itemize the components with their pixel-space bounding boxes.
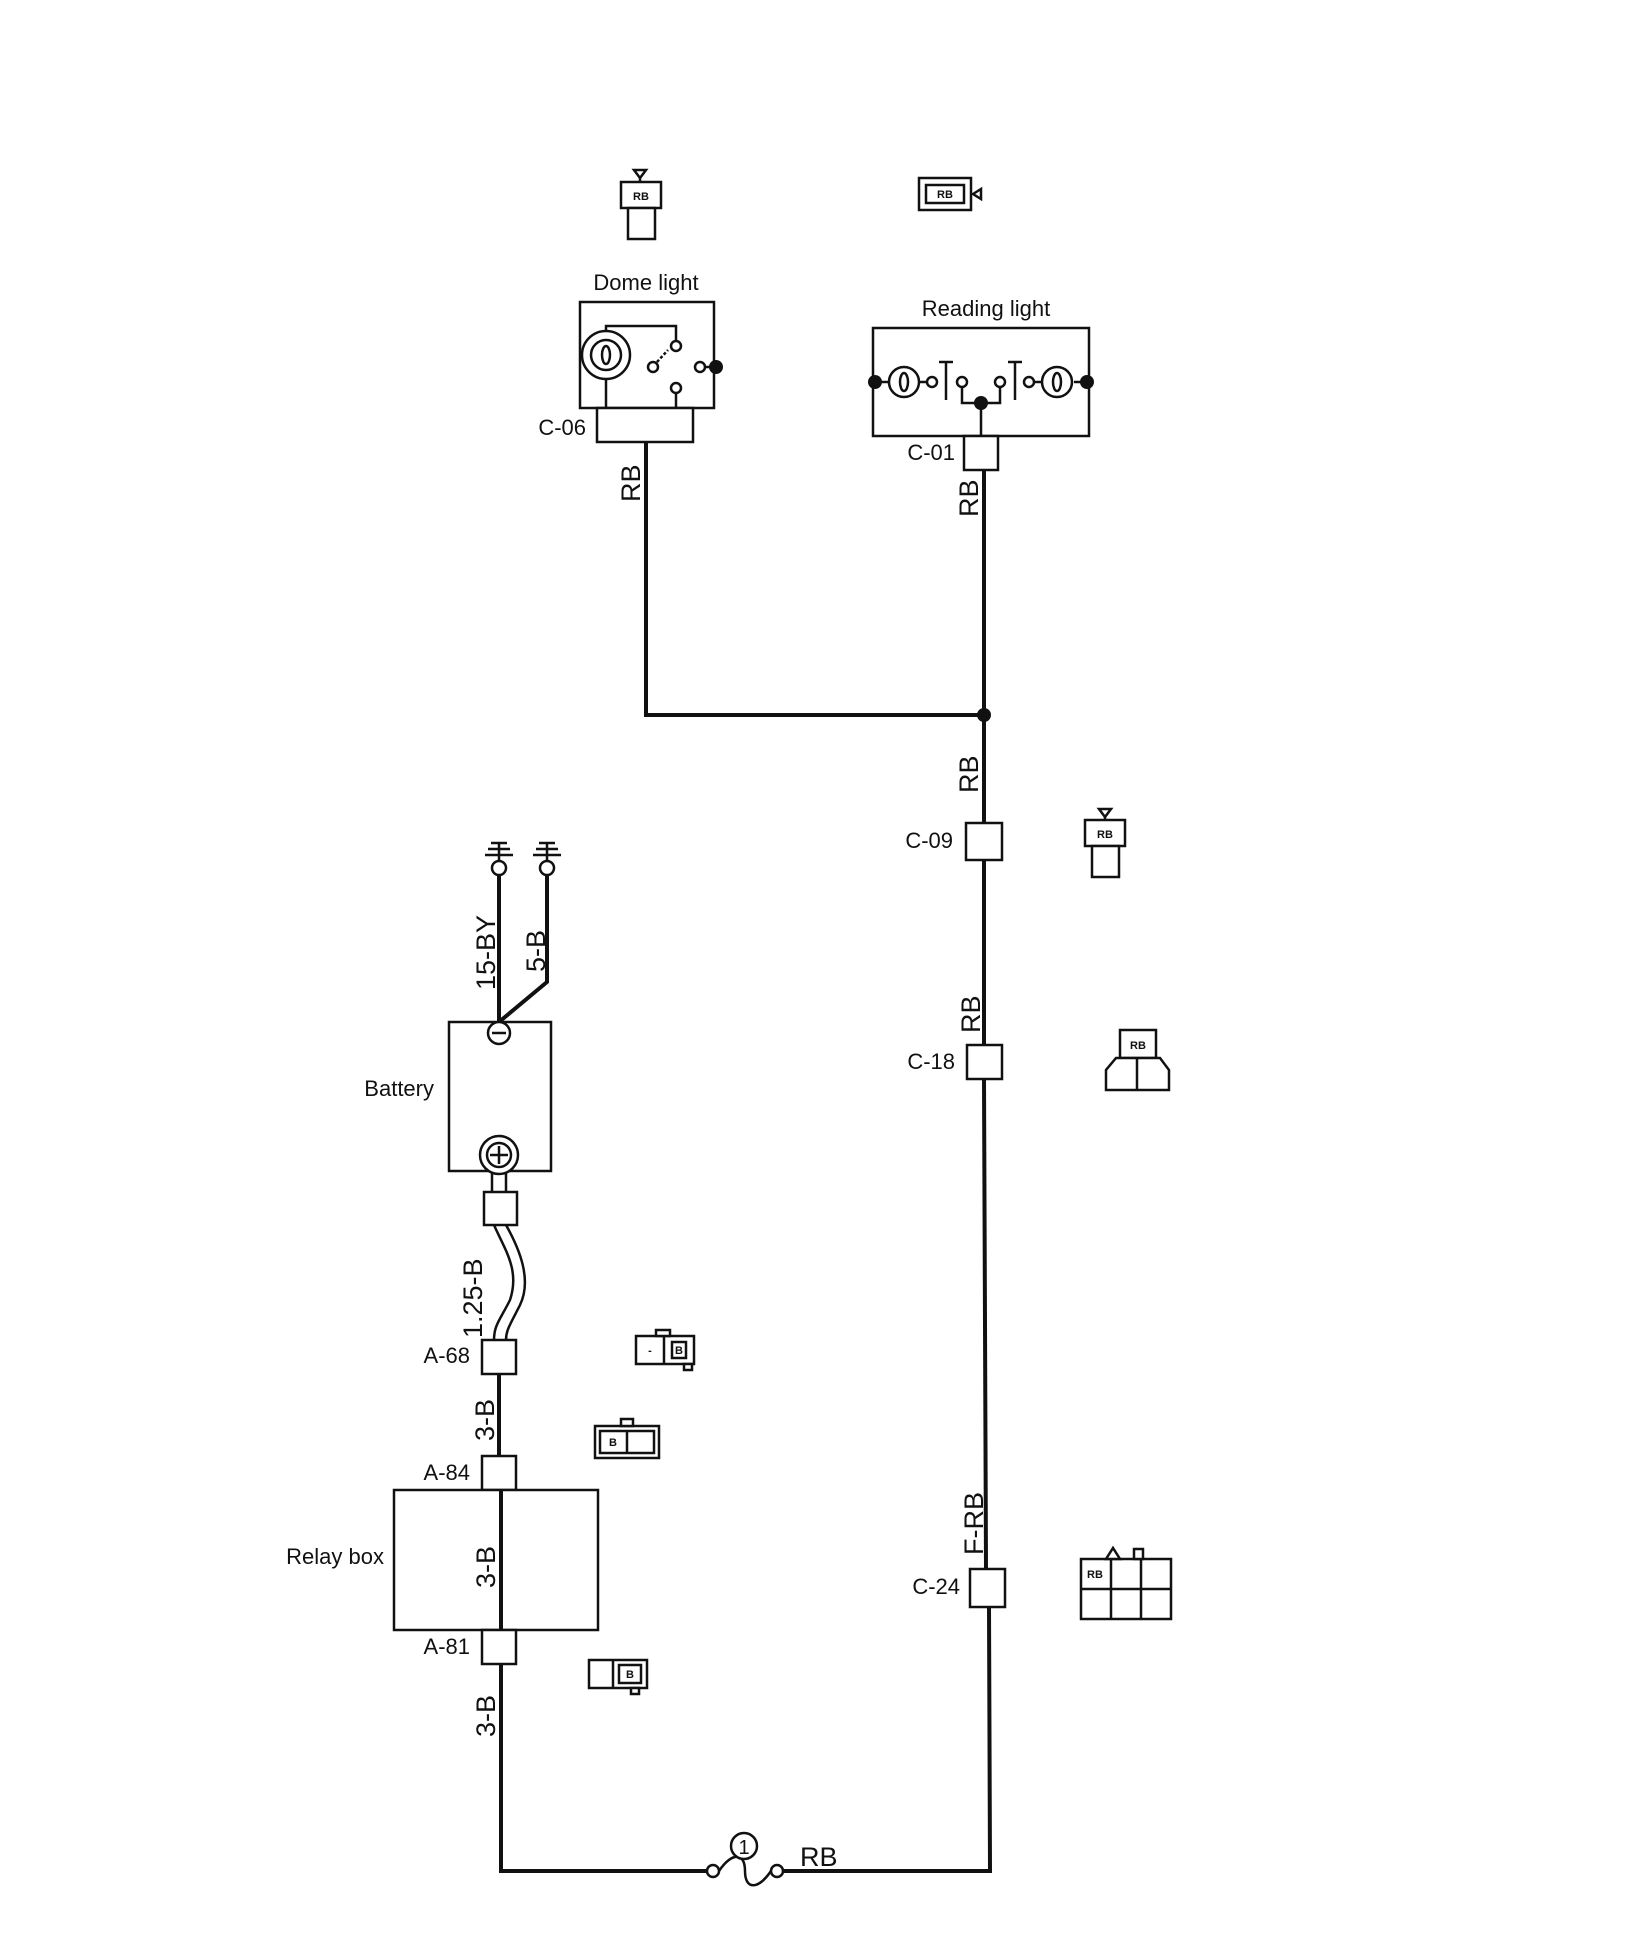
svg-text:-: - [648, 1345, 652, 1357]
wire-dome-to-junction [644, 442, 984, 717]
wire-label-c01-rb: RB [954, 479, 984, 517]
ground-icon [485, 841, 513, 861]
bulb-icon-right [1040, 365, 1074, 399]
wire-label-125b: 1.25-B [458, 1258, 488, 1338]
reading-light: Reading light C-01 [868, 296, 1094, 472]
connector-a81-label: A-81 [424, 1634, 470, 1659]
battery: Battery [364, 1020, 553, 1192]
dome-light-terminal [709, 360, 723, 374]
connector-icon-a68: B - [634, 1328, 696, 1372]
svg-text:RB: RB [1097, 829, 1113, 841]
connector-c01 [962, 434, 1000, 472]
connector-c18-label: C-18 [907, 1049, 955, 1074]
svg-text:B: B [675, 1345, 683, 1357]
reading-light-label: Reading light [922, 296, 1050, 321]
connector-icon-c24: RB [1079, 1545, 1173, 1621]
relay-box-body [392, 1488, 600, 1632]
wire-c24-fuse-return [499, 1606, 993, 1873]
connector-a84-label: A-84 [424, 1460, 470, 1485]
bulb-icon-left [887, 365, 921, 399]
connector-icon-reading: RB [917, 176, 983, 212]
connector-c24 [968, 1567, 1007, 1609]
relay-box-label: Relay box [286, 1544, 384, 1569]
wire-label-15by: 15-BY [471, 915, 501, 990]
wire-label-c18-rb: RB [956, 995, 986, 1033]
battery-positive-connector [482, 1190, 519, 1227]
svg-text:B: B [626, 1669, 634, 1681]
wire-reading-to-c24 [982, 470, 988, 1570]
connector-a84 [480, 1454, 518, 1492]
connector-c09 [964, 821, 1004, 862]
fuse: 1 [705, 1831, 785, 1887]
svg-text:B: B [609, 1437, 617, 1449]
wire-label-a81-3b: 3-B [471, 1695, 501, 1737]
svg-text:RB: RB [1087, 1569, 1103, 1581]
relay-box: Relay box [286, 1488, 600, 1632]
battery-label: Battery [364, 1076, 434, 1101]
junction-node [977, 708, 991, 722]
connector-icon-dome: RB [619, 168, 663, 241]
connector-icon-a81: B [587, 1658, 649, 1696]
connector-icon-a84: B [593, 1417, 661, 1460]
svg-text:RB: RB [937, 189, 953, 201]
connector-c06-label: C-06 [538, 415, 586, 440]
svg-text:RB: RB [1130, 1040, 1146, 1052]
svg-text:RB: RB [633, 191, 649, 203]
connector-a81 [480, 1628, 518, 1666]
wire-label-c24-frb: F-RB [959, 1492, 989, 1555]
connector-icon-c18: RB [1104, 1028, 1171, 1092]
ground-leads [485, 841, 561, 1024]
wire-label-5b: 5-B [521, 930, 551, 972]
fuse-number: 1 [738, 1837, 749, 1859]
fusible-link [492, 1224, 527, 1341]
connector-c06 [595, 406, 695, 444]
connector-a68-label: A-68 [424, 1343, 470, 1368]
wire-label-c06-rb: RB [616, 464, 646, 502]
wire-label-junction-rb: RB [954, 755, 984, 793]
connector-c09-label: C-09 [905, 828, 953, 853]
wire-label-relay-3b: 3-B [471, 1546, 501, 1588]
connector-c24-label: C-24 [912, 1574, 960, 1599]
dome-light-label: Dome light [593, 270, 698, 295]
connector-c01-label: C-01 [907, 440, 955, 465]
ground-icon [533, 841, 561, 861]
connector-c18 [965, 1043, 1004, 1081]
wire-label-a68-3b: 3-B [470, 1399, 500, 1441]
dome-light: Dome light C-06 [538, 270, 723, 444]
fuse-number-badge [729, 1831, 759, 1861]
connector-a68 [480, 1338, 518, 1376]
wire-label-fuse-rb: RB [800, 1842, 838, 1872]
connector-icon-c09: RB [1083, 807, 1127, 879]
